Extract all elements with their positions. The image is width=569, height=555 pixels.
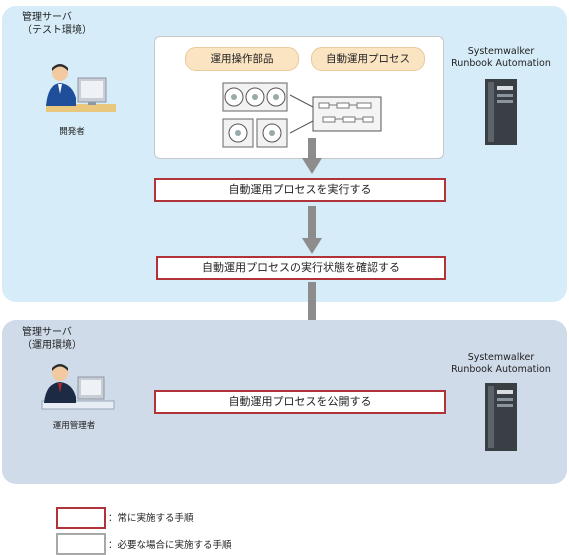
legend-always-swatch bbox=[56, 507, 106, 529]
server-icon bbox=[485, 79, 517, 145]
legend-optional-swatch bbox=[56, 533, 106, 555]
arrow-down-icon bbox=[302, 206, 322, 254]
test-zone-title: 管理サーバ（テスト環境） bbox=[22, 12, 92, 36]
process-diagram-icon bbox=[222, 82, 382, 148]
operations-manager-icon bbox=[41, 364, 115, 410]
component-panel: 運用操作部品 自動運用プロセス bbox=[154, 36, 444, 159]
legend-optional-text: ：必要な場合に実施する手順 bbox=[108, 540, 232, 551]
server-icon bbox=[485, 383, 517, 451]
arrow-down-icon bbox=[302, 138, 322, 174]
developer-icon bbox=[46, 64, 116, 112]
step-publish-process: 自動運用プロセスを公開する bbox=[154, 390, 446, 414]
step-check-execution-status: 自動運用プロセスの実行状態を確認する bbox=[156, 256, 446, 280]
automation-process-pill: 自動運用プロセス bbox=[311, 47, 425, 71]
operations-manager-label: 運用管理者 bbox=[52, 421, 96, 431]
prod-zone-title: 管理サーバ（運用環境） bbox=[22, 327, 82, 351]
operation-parts-pill: 運用操作部品 bbox=[185, 47, 299, 71]
developer-label: 開発者 bbox=[59, 127, 85, 137]
legend-always-text: ：常に実施する手順 bbox=[108, 513, 194, 524]
step-execute-process: 自動運用プロセスを実行する bbox=[154, 178, 446, 202]
